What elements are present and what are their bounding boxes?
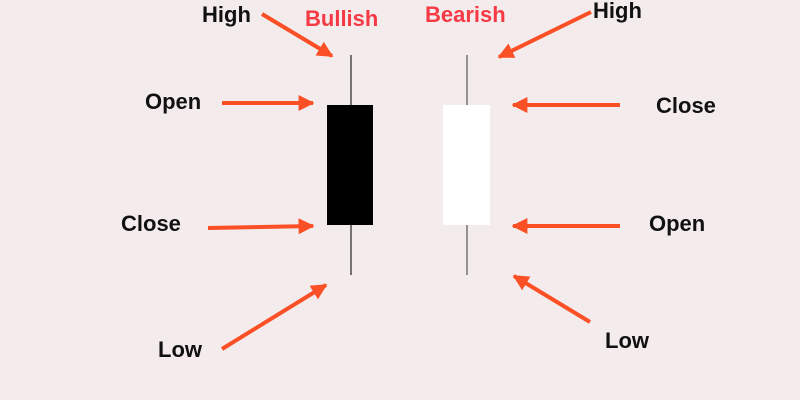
bearish-candle xyxy=(443,55,490,275)
arrow-bullish-low xyxy=(220,283,328,351)
bullish-candle xyxy=(327,55,373,275)
bullish-title: Bullish xyxy=(305,6,378,31)
label-bullish-high: High xyxy=(202,2,251,27)
arrow-bearish-high xyxy=(497,10,592,59)
arrow-bearish-low xyxy=(512,274,592,324)
label-bearish-open: Open xyxy=(649,211,705,236)
label-bullish-low: Low xyxy=(158,337,203,362)
arrow-bullish-close xyxy=(207,218,315,235)
label-bullish-close: Close xyxy=(121,211,181,236)
bearish-body xyxy=(443,105,490,225)
bearish-title: Bearish xyxy=(425,2,506,27)
arrow-bullish-high xyxy=(260,12,334,58)
label-bullish-open: Open xyxy=(145,89,201,114)
label-bearish-close: Close xyxy=(656,93,716,118)
label-bearish-high: High xyxy=(593,0,642,23)
bullish-body xyxy=(327,105,373,225)
label-bearish-low: Low xyxy=(605,328,650,353)
